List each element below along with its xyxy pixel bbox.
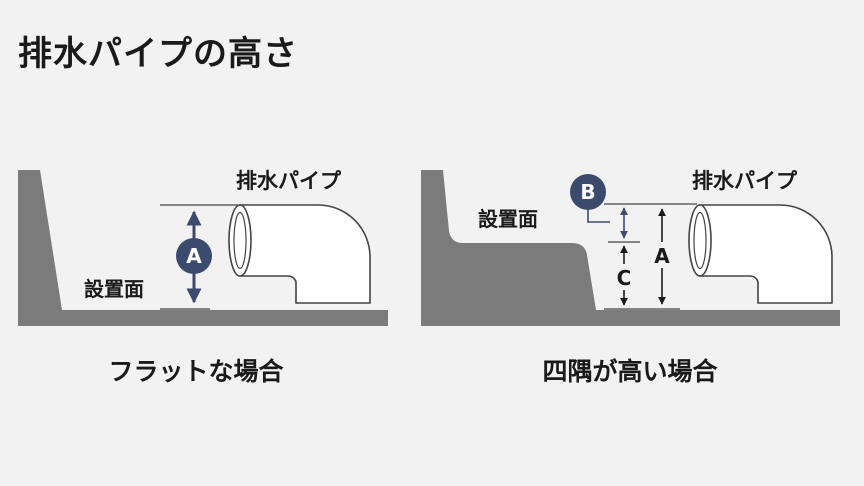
page-title: 排水パイプの高さ xyxy=(18,34,298,74)
flat-floor-panel: A 排水パイプ 設置面 xyxy=(18,169,388,326)
marker-a-label: A xyxy=(186,244,202,268)
dimension-a-label-right: A xyxy=(654,244,670,268)
caption-raised-corners: 四隅が高い場合 xyxy=(542,357,718,386)
drain-pipe-left xyxy=(228,204,371,304)
pipe-label-right: 排水パイプ xyxy=(692,169,798,193)
caption-flat: フラットな場合 xyxy=(108,357,284,386)
marker-b-circle xyxy=(570,174,606,210)
raised-floor-shape xyxy=(421,170,840,326)
raised-corner-panel: B C A 排水パイプ 設置面 xyxy=(421,169,840,326)
surface-label-right: 設置面 xyxy=(478,207,538,231)
marker-a-circle xyxy=(176,238,212,274)
surface-label-left: 設置面 xyxy=(84,277,144,301)
flat-floor-shape xyxy=(18,170,388,326)
drain-pipe-right xyxy=(688,204,833,304)
pipe-label-left: 排水パイプ xyxy=(236,169,342,193)
marker-b-label: B xyxy=(580,180,595,204)
dimension-c-label: C xyxy=(617,266,632,290)
